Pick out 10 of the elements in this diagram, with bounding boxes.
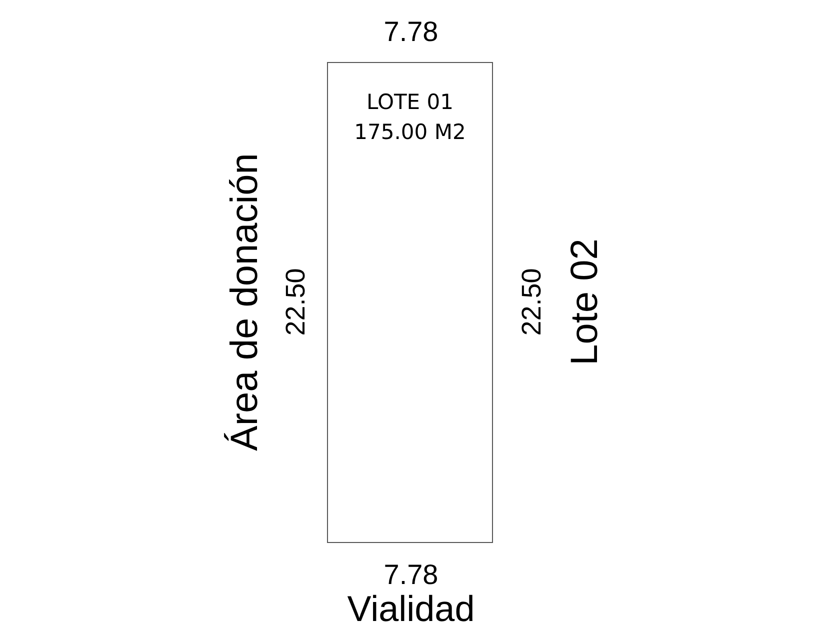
dimension-label: 7.78 (384, 18, 438, 46)
boundary-label: Lote 02 (566, 238, 604, 366)
dimension-label: 7.78 (384, 561, 438, 589)
dimension-label: 22.50 (518, 268, 546, 336)
boundary-label: Área de donación (226, 153, 264, 451)
lot-outline (327, 62, 493, 543)
lot-label: 175.00 M2 (354, 119, 466, 146)
boundary-label: Vialidad (347, 591, 475, 627)
dimension-label: 22.50 (282, 268, 310, 336)
lot-label: LOTE 01 (366, 89, 454, 116)
